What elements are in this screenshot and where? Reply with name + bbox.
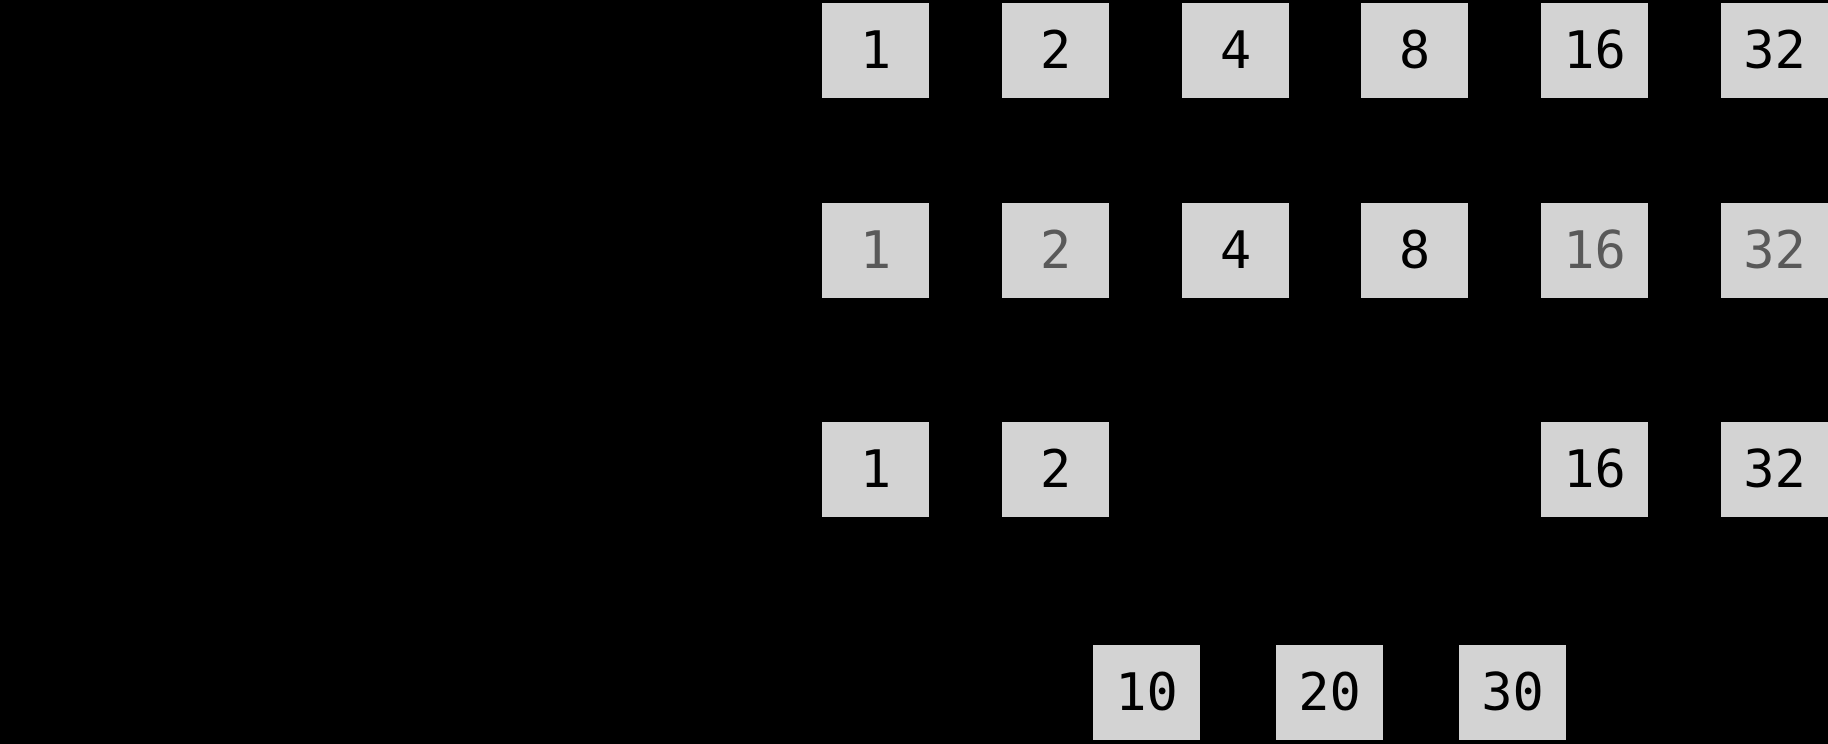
- powers-row-sparse-cell-2: 2: [1002, 422, 1109, 517]
- tens-row-cell-10: 10: [1093, 645, 1200, 740]
- powers-row-top-cell-16: 16: [1541, 3, 1648, 98]
- powers-row-sparse-cell-32: 32: [1721, 422, 1828, 517]
- powers-row-top-cell-8: 8: [1361, 3, 1468, 98]
- powers-row-top-cell-32: 32: [1721, 3, 1828, 98]
- powers-row-top-cell-4: 4: [1182, 3, 1289, 98]
- tens-row-cell-20: 20: [1276, 645, 1383, 740]
- powers-row-highlight-4-8-cell-16: 16: [1541, 203, 1648, 298]
- powers-row-highlight-4-8-cell-4: 4: [1182, 203, 1289, 298]
- powers-row-sparse-cell-1: 1: [822, 422, 929, 517]
- powers-row-top-cell-2: 2: [1002, 3, 1109, 98]
- tens-row-cell-30: 30: [1459, 645, 1566, 740]
- powers-row-highlight-4-8-cell-2: 2: [1002, 203, 1109, 298]
- powers-row-highlight-4-8-cell-1: 1: [822, 203, 929, 298]
- powers-row-top-cell-1: 1: [822, 3, 929, 98]
- powers-row-highlight-4-8-cell-32: 32: [1721, 203, 1828, 298]
- powers-row-sparse-cell-16: 16: [1541, 422, 1648, 517]
- powers-row-highlight-4-8-cell-8: 8: [1361, 203, 1468, 298]
